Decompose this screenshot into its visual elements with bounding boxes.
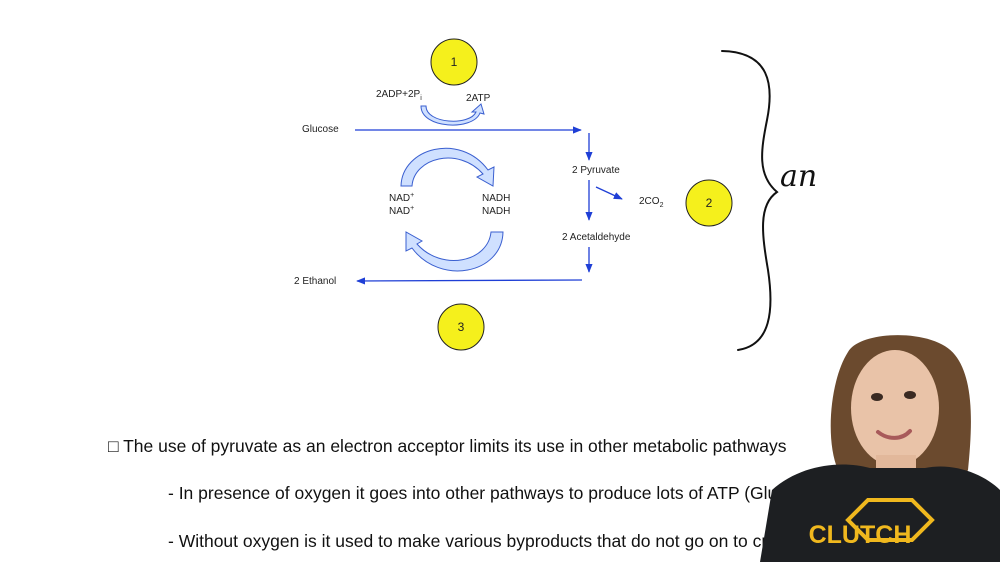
co2-label: 2CO2 <box>639 196 664 209</box>
fermentation-diagram: 1 2 3 Glucose 2ADP+2Pi 2ATP 2 Pyruvate 2… <box>294 38 817 351</box>
acetaldehyde-label: 2 Acetaldehyde <box>562 232 631 243</box>
co2-arrow <box>595 186 623 200</box>
adp-label: 2ADP+2Pi <box>376 89 422 102</box>
nad-to-nadh-cycle-arrow <box>400 147 495 187</box>
step-2-marker: 2 <box>685 179 733 227</box>
step-1-marker: 1 <box>430 38 478 86</box>
glucose-label: Glucose <box>302 124 339 135</box>
bullet-sub-2: - Without oxygen is it used to make vari… <box>168 531 792 551</box>
bullet-main: □ The use of pyruvate as an electron acc… <box>108 436 787 456</box>
presenter-shirt: CLUTCH <box>760 464 1000 562</box>
step-2-label: 2 <box>706 196 713 210</box>
handwritten-annotation: an <box>780 159 817 194</box>
ethanol-arrow <box>356 277 583 285</box>
atp-label: 2ATP <box>466 93 491 104</box>
step-3-marker: 3 <box>437 303 485 351</box>
step-1-label: 1 <box>451 55 458 69</box>
nad-label-1: NAD+ <box>389 192 414 204</box>
ethanol-label: 2 Ethanol <box>294 276 336 287</box>
nadh-to-nad-cycle-arrow <box>405 231 504 272</box>
nadh-label-2: NADH <box>482 206 510 217</box>
nad-label-2: NAD+ <box>389 205 414 217</box>
atp-curved-arrow <box>420 103 485 126</box>
bullet-sub-1: - In presence of oxygen it goes into oth… <box>168 483 796 503</box>
shirt-logo-text: CLUTCH <box>809 521 912 549</box>
nadh-label-1: NADH <box>482 193 510 204</box>
handwritten-brace <box>721 50 779 351</box>
step-3-label: 3 <box>458 320 465 334</box>
pyruvate-label: 2 Pyruvate <box>572 165 620 176</box>
